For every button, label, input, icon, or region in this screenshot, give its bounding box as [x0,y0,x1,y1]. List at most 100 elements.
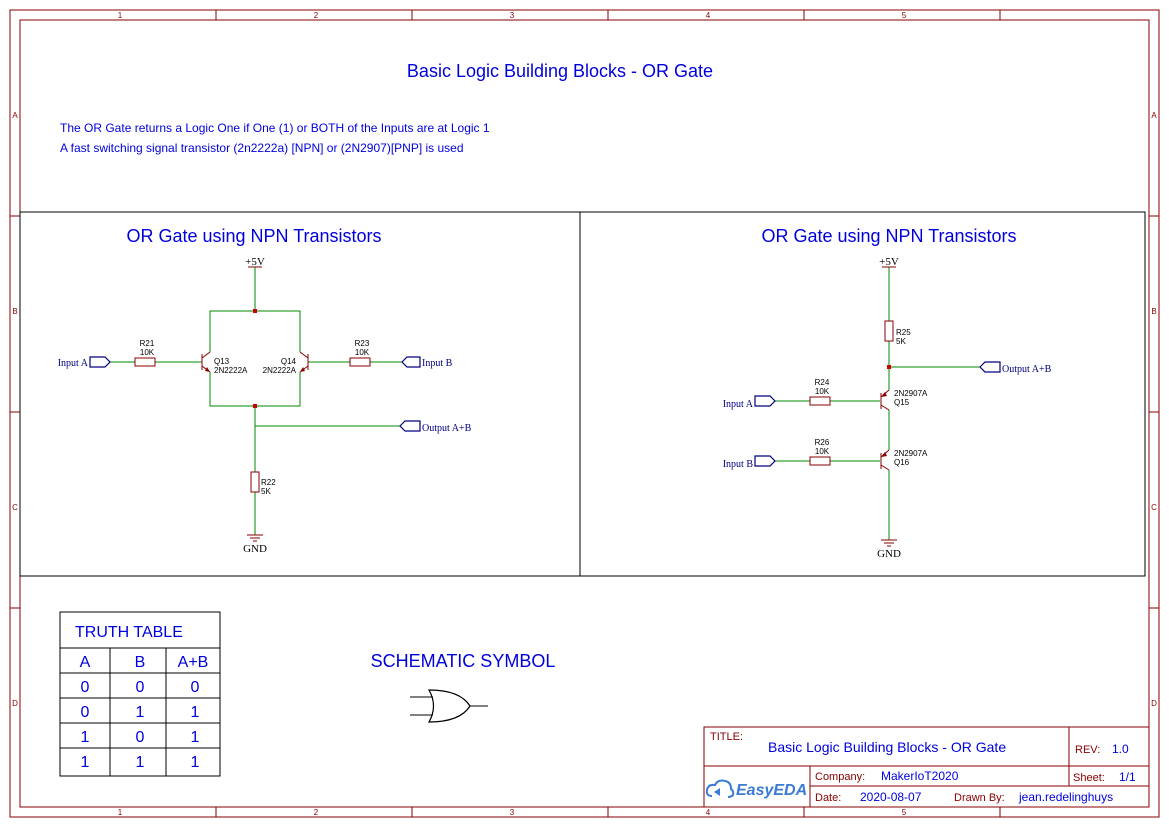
grid-row-label: A [12,111,18,120]
input-a-label: Input A [58,358,89,369]
left-circuit: OR Gate using NPN Transistors +5V Q13 2N… [58,226,472,555]
transistor-q14: Q14 2N2222A [263,351,309,375]
r21-value: 10K [140,348,155,357]
r24-value: 10K [815,387,830,396]
grid-labels: 1 2 3 4 5 1 2 3 4 5 A B C D A B C D [12,11,1157,817]
input-b-label: Input B [723,459,754,470]
page-title: Basic Logic Building Blocks - OR Gate [407,61,713,81]
rev-value: 1.0 [1112,742,1129,756]
grid-col-label: 3 [510,808,515,817]
grid-row-label: B [12,307,17,316]
vcc-label: +5V [879,256,899,268]
gnd-symbol: GND [243,534,267,555]
resistor-r23: R23 10K [349,339,371,367]
description-line-2: A fast switching signal transistor (2n22… [60,141,464,155]
table-header: A [80,654,91,671]
q14-ref: Q14 [281,357,297,366]
q13-ref: Q13 [214,357,230,366]
drawn-by-label: Drawn By: [954,792,1005,804]
grid-row-label: D [12,699,18,708]
table-cell: 0 [81,679,90,696]
grid-col-label: 5 [902,808,907,817]
title-label: TITLE: [710,731,743,743]
input-b-port [401,356,421,368]
table-header: B [135,654,146,671]
gnd-symbol: GND [877,539,901,560]
logo-text: EasyEDA [736,782,807,799]
input-a-port [89,356,111,368]
easyeda-logo: EasyEDA [705,779,807,799]
table-cell: 0 [136,729,145,746]
grid-col-label: 3 [510,11,515,20]
q13-part: 2N2222A [214,366,248,375]
q15-ref: Q15 [894,398,910,407]
vcc-label: +5V [245,256,265,268]
resistor-r24: R24 10K [809,378,831,406]
r23-ref: R23 [355,339,370,348]
input-b-port [754,455,776,467]
symbol-title: SCHEMATIC SYMBOL [371,651,556,671]
description-line-1: The OR Gate returns a Logic One if One (… [60,121,490,135]
transistor-q16: 2N2907A Q16 [880,449,928,471]
date-label: Date: [815,792,841,804]
table-cell: 1 [191,754,200,771]
grid-col-label: 1 [118,808,123,817]
company-value: MakerIoT2020 [881,769,959,783]
r22-ref: R22 [261,478,276,487]
grid-row-label: A [1151,111,1157,120]
junction-dot [253,309,257,313]
gnd-label: GND [243,543,267,555]
grid-col-label: 2 [314,11,319,20]
input-b-label: Input B [422,358,453,369]
title-block: TITLE: Basic Logic Building Blocks - OR … [703,726,1150,808]
grid-row-label: B [1151,307,1156,316]
resistor-r21: R21 10K [134,339,156,367]
sheet-value: 1/1 [1119,770,1136,784]
grid-col-label: 2 [314,808,319,817]
date-value: 2020-08-07 [860,790,922,804]
grid-col-label: 1 [118,11,123,20]
grid-row-label: C [1151,503,1157,512]
truth-table-title: TRUTH TABLE [75,624,183,641]
truth-table: TRUTH TABLE A B A+B 0 0 0 0 1 1 1 0 1 1 … [59,611,221,777]
drawn-by-value: jean.redelinghuys [1018,790,1113,804]
r26-ref: R26 [815,438,830,447]
table-cell: 1 [81,754,90,771]
sheet-label: Sheet: [1073,772,1105,784]
table-header: A+B [178,654,209,671]
right-circuit: OR Gate using NPN Transistors +5V R25 5K… [723,226,1052,560]
table-cell: 1 [136,754,145,771]
company-label: Company: [815,771,865,783]
input-a-label: Input A [723,399,754,410]
r26-value: 10K [815,447,830,456]
sheet-frame [9,9,1160,818]
q14-part: 2N2222A [263,366,297,375]
resistor-r26: R26 10K [809,438,831,466]
gnd-label: GND [877,548,901,560]
q16-ref: Q16 [894,458,910,467]
input-a-port [754,395,776,407]
output-label: Output A+B [1002,364,1052,375]
rev-label: REV: [1075,744,1100,756]
q16-part: 2N2907A [894,449,928,458]
table-cell: 1 [81,729,90,746]
r21-ref: R21 [140,339,155,348]
table-cell: 1 [191,704,200,721]
right-panel-title: OR Gate using NPN Transistors [761,226,1016,246]
r23-value: 10K [355,348,370,357]
grid-col-label: 5 [902,11,907,20]
grid-col-label: 4 [706,11,711,20]
table-cell: 1 [136,704,145,721]
table-cell: 0 [191,679,200,696]
output-label: Output A+B [422,423,472,434]
table-cell: 0 [81,704,90,721]
title-value: Basic Logic Building Blocks - OR Gate [768,739,1006,755]
transistor-q13: Q13 2N2222A [201,351,248,375]
r22-value: 5K [261,487,271,496]
r24-ref: R24 [815,378,830,387]
left-panel-title: OR Gate using NPN Transistors [126,226,381,246]
r25-ref: R25 [896,328,911,337]
grid-row-label: D [1151,699,1157,708]
output-port [399,420,421,432]
